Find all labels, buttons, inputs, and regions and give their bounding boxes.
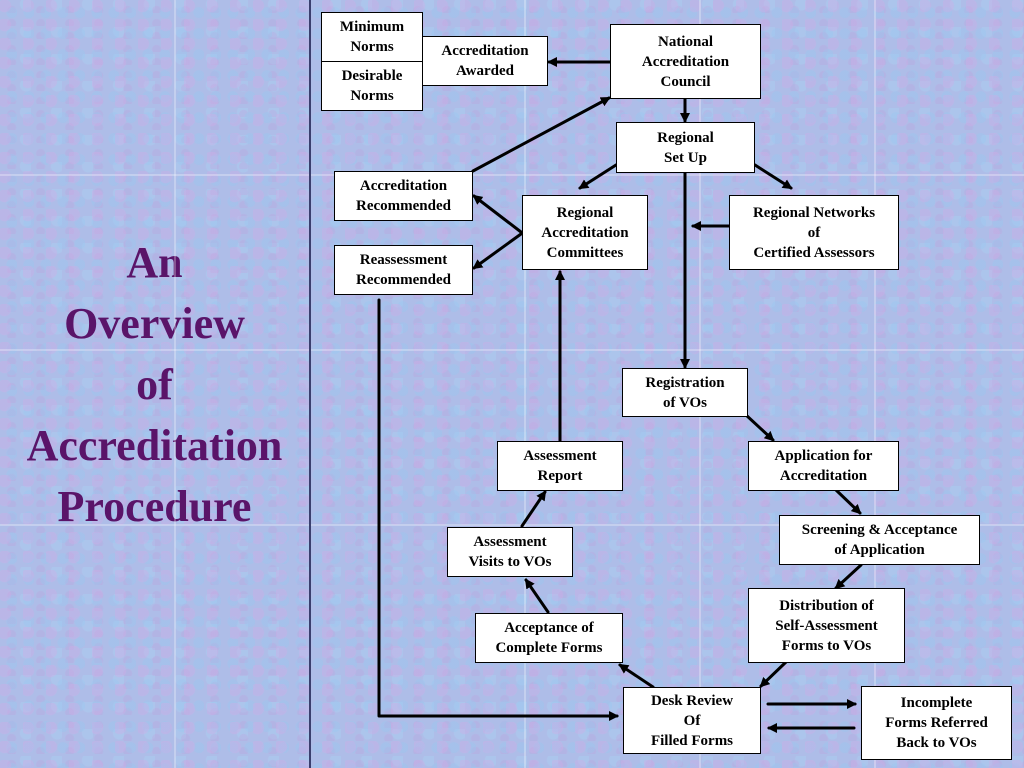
distribution-box: Distribution of Self-Assessment Forms to… [748, 588, 905, 663]
accreditation-recommended-box: Accreditation Recommended [334, 171, 473, 221]
minimum-norms-box: Minimum Norms [321, 12, 423, 62]
arrow-screening-to-distribution [834, 563, 863, 590]
acceptance-box: Acceptance of Complete Forms [475, 613, 623, 663]
application-box: Application for Accreditation [748, 441, 899, 491]
arrow-acceptance-to-visits [524, 578, 550, 614]
title-line-5: Procedure [57, 481, 252, 531]
arrow-regional-to-networks [753, 163, 793, 190]
accreditation-awarded-box: Accreditation Awarded [422, 36, 548, 86]
arrow-registration-to-application [744, 413, 775, 442]
regional-setup-box: Regional Set Up [616, 122, 755, 173]
arrow-regional-to-rac [578, 163, 618, 190]
title-line-1: An [126, 237, 183, 287]
arrow-reassessment-to-desk [377, 298, 619, 721]
reassessment-recommended-box: Reassessment Recommended [334, 245, 473, 295]
panel-divider [309, 0, 311, 768]
arrow-distribution-to-desk [759, 660, 788, 688]
assessment-visits-box: Assessment Visits to VOs [447, 527, 573, 577]
arrow-application-to-screening [834, 488, 862, 515]
arrow-rac-to-accr-recommended [472, 194, 523, 234]
arrow-recommended-to-nac [471, 96, 611, 173]
desirable-norms-box: Desirable Norms [321, 61, 423, 111]
assessment-report-box: Assessment Report [497, 441, 623, 491]
arrow-visits-to-report [520, 490, 547, 528]
arrow-desk-to-acceptance [618, 663, 655, 689]
title-panel: An Overview of Accreditation Procedure [0, 0, 309, 768]
national-accreditation-council-box: National Accreditation Council [610, 24, 761, 99]
title-line-2: Overview [64, 298, 245, 348]
arrow-rac-to-reassessment [472, 232, 523, 270]
desk-review-box: Desk Review Of Filled Forms [623, 687, 761, 754]
title-line-3: of [136, 359, 173, 409]
registration-box: Registration of VOs [622, 368, 748, 417]
slide-title: An Overview of Accreditation Procedure [27, 232, 283, 537]
regional-accreditation-committees-box: Regional Accreditation Committees [522, 195, 648, 270]
incomplete-forms-box: Incomplete Forms Referred Back to VOs [861, 686, 1012, 760]
title-line-4: Accreditation [26, 420, 283, 470]
screening-box: Screening & Acceptance of Application [779, 515, 980, 565]
regional-networks-box: Regional Networks of Certified Assessors [729, 195, 899, 270]
